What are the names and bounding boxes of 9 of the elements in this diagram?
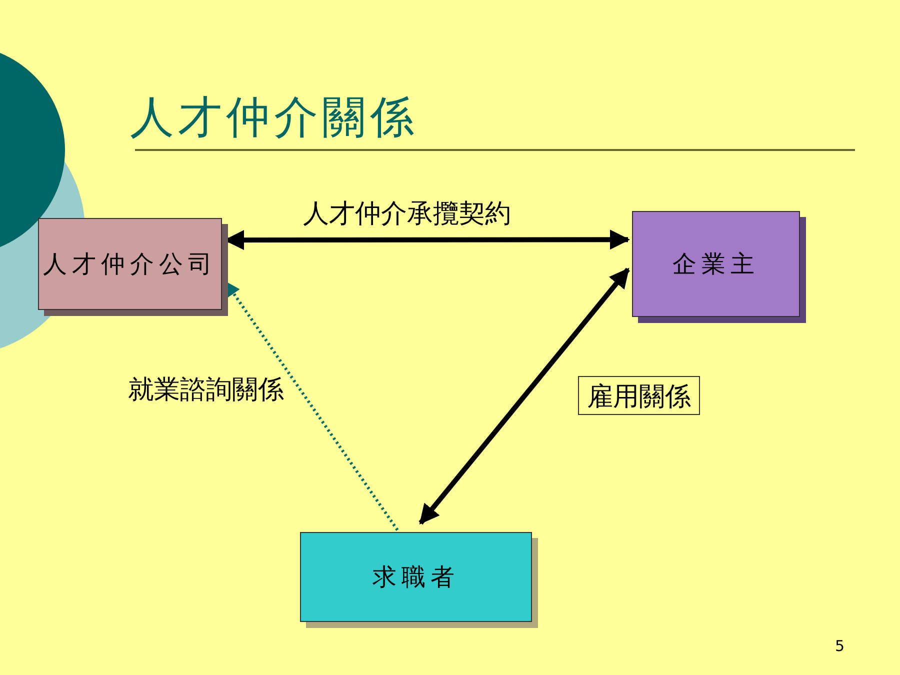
node-label: 人才仲介公司 — [43, 249, 217, 280]
edge-label: 人才仲介承攬契約 — [303, 198, 511, 231]
node-label: 求職者 — [372, 562, 460, 593]
slide-title: 人才仲介關係 — [130, 91, 418, 145]
edge-label: 就業諮詢關係 — [128, 374, 284, 407]
node-label: 企業主 — [672, 249, 760, 280]
edge-label: 雇用關係 — [578, 376, 700, 415]
page-number: 5 — [835, 637, 845, 655]
arrow — [418, 268, 630, 525]
